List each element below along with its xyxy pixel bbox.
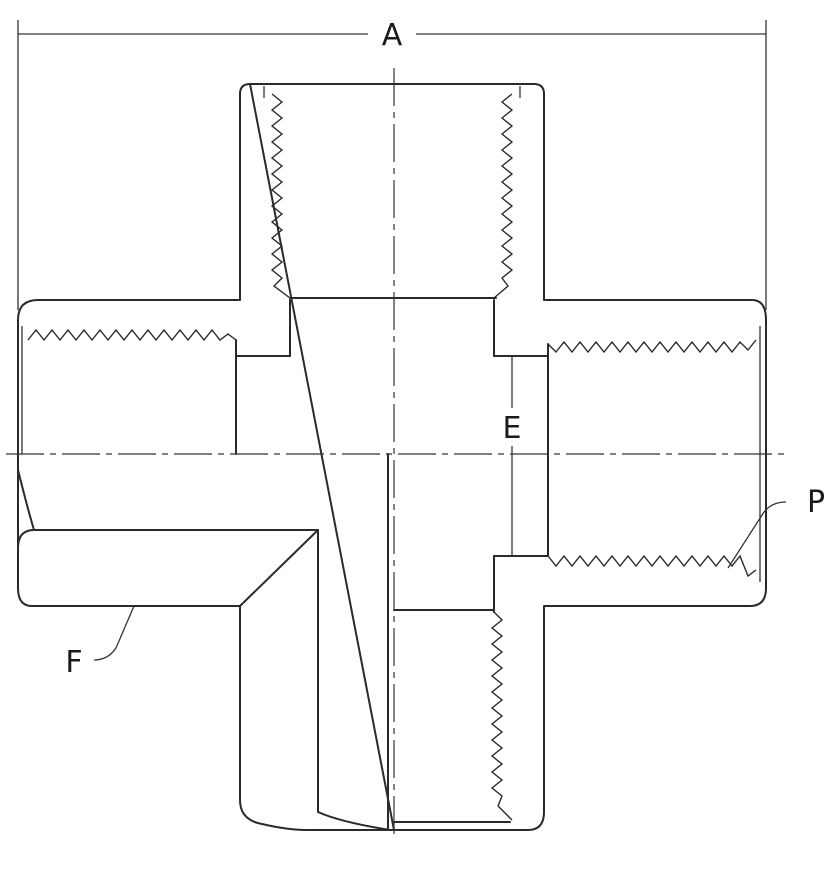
leader-f: F (65, 605, 135, 680)
bottom-port-thread (490, 611, 513, 821)
top-port-thread-right (493, 93, 514, 299)
label-p: P (807, 485, 825, 520)
dimension-a: A (17, 18, 767, 310)
right-port-thread-bottom (547, 554, 757, 578)
right-port-thread-top (547, 339, 757, 354)
right-port (493, 326, 761, 607)
label-e: E (503, 411, 522, 446)
top-port-thread-left (270, 93, 291, 299)
bottom-port (393, 605, 513, 823)
lower-left-quadrant (17, 453, 391, 831)
leader-p: P (727, 485, 825, 569)
label-f: F (65, 645, 82, 680)
label-a: A (382, 18, 403, 53)
left-port-thread (27, 328, 237, 342)
left-port (21, 326, 291, 455)
fitting-outline (17, 83, 767, 831)
top-port (263, 86, 521, 357)
dimension-e: E (503, 356, 522, 556)
